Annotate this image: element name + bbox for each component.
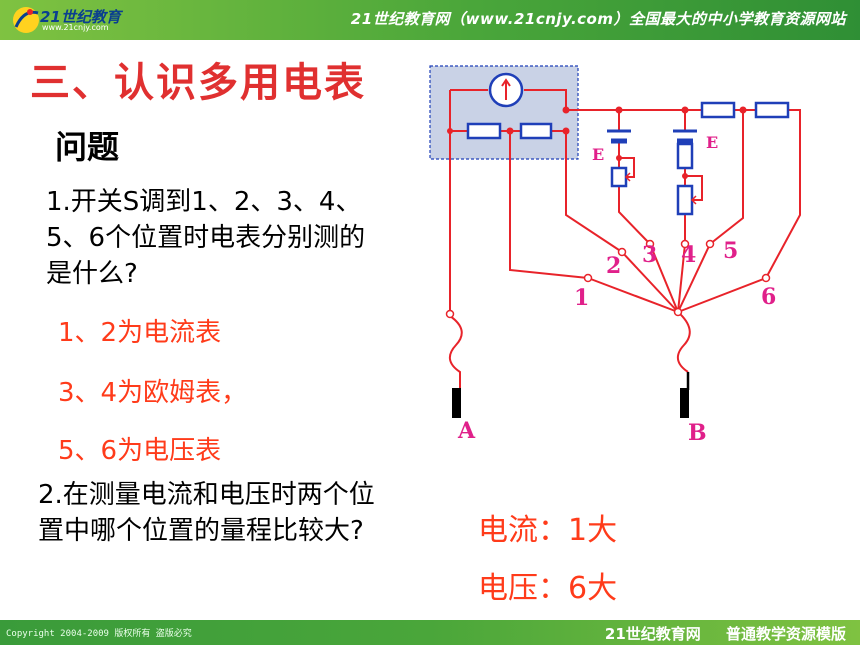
question-1: 1.开关S调到1、2、3、4、5、6个位置时电表分别测的是什么?: [46, 187, 366, 289]
switch-label-6: 6: [761, 284, 776, 310]
switch-label-3: 3: [642, 242, 657, 268]
probe-label-b: B: [688, 420, 707, 446]
probe-a-icon: [452, 388, 461, 418]
section-label: 问题: [55, 128, 120, 166]
question-2: 2.在测量电流和电压时两个位置中哪个位置的量程比较大?: [38, 480, 375, 546]
logo-url: www.21cnjy.com: [42, 23, 109, 32]
probe-label-a: A: [457, 418, 476, 444]
battery-2-icon: [673, 129, 697, 144]
multiplier-resistors: [700, 101, 790, 119]
battery-label-2: E: [706, 133, 718, 152]
switch-label-2: 2: [606, 253, 621, 279]
junction-dots: [447, 106, 747, 179]
resistor-branch-4-icon: [676, 142, 694, 170]
site-logo-icon: [13, 7, 39, 33]
switch-contacts: [445, 239, 771, 319]
footer-brand: 21世纪教育网 普通教学资源模版: [604, 625, 846, 643]
logo-text: 21世纪教育: [40, 8, 121, 26]
rheostat-2-icon: [676, 184, 703, 216]
answer-ohm: 3、4为欧姆表，: [58, 378, 248, 408]
answer-voltage-range: 电压：6大: [478, 571, 618, 606]
answer-current: 1、2为电流表: [58, 318, 222, 348]
battery-label-1: E: [592, 145, 604, 164]
answer-current-range: 电流：1大: [478, 513, 618, 548]
shunt-resistors: [466, 122, 553, 140]
footer-bar: Copyright 2004-2009 版权所有 盗版必究 21世纪教育网 普通…: [0, 620, 860, 645]
answer-voltage: 5、6为电压表: [58, 436, 222, 466]
battery-1-icon: [607, 129, 631, 144]
switch-label-1: 1: [574, 285, 589, 311]
switch-label-4: 4: [681, 242, 696, 268]
slide-title: 三、认识多用电表: [30, 60, 366, 106]
footer-copyright: Copyright 2004-2009 版权所有 盗版必究: [6, 629, 192, 639]
switch-label-5: 5: [723, 238, 738, 264]
probe-b-icon: [680, 388, 689, 418]
header-bar: 21世纪教育 www.21cnjy.com 21世纪教育网（www.21cnjy…: [0, 0, 860, 40]
header-slogan: 21世纪教育网（www.21cnjy.com）全国最大的中小学教育资源网站: [350, 10, 846, 28]
rheostat-1-icon: [610, 166, 635, 188]
galvanometer-icon: [488, 72, 524, 108]
circuit-wires: [449, 89, 801, 390]
